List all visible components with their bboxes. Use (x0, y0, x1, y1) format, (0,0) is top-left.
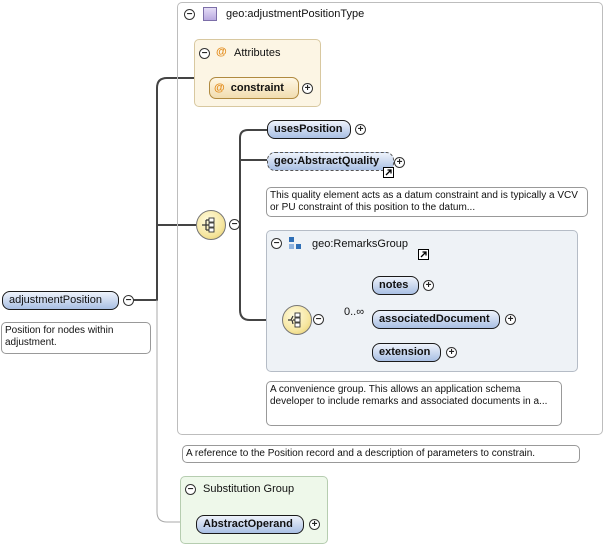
collapse-icon[interactable]: − (313, 314, 324, 325)
collapse-icon[interactable]: − (185, 484, 196, 495)
expand-icon[interactable]: + (309, 519, 320, 530)
type-box-title: geo:adjustmentPositionType (226, 8, 365, 20)
element-abstract-quality[interactable]: geo:AbstractQuality (267, 152, 394, 171)
root-element-adjustmentPosition[interactable]: adjustmentPosition (2, 291, 119, 310)
sequence-icon (202, 217, 215, 233)
element-AbstractOperand[interactable]: AbstractOperand (196, 515, 304, 534)
expand-icon[interactable]: + (505, 314, 516, 325)
choice-icon (288, 312, 301, 328)
complex-type-icon (203, 7, 217, 21)
expand-icon[interactable]: + (446, 347, 457, 358)
attribute-constraint[interactable]: @ constraint (209, 77, 299, 99)
choice-compositor-icon[interactable] (282, 305, 312, 335)
cardinality-label: 0..∞ (344, 306, 365, 318)
attribute-at-icon: @ (216, 46, 227, 58)
group-icon (289, 237, 301, 249)
attribute-label: constraint (230, 82, 284, 94)
substitution-group-title: Substitution Group (203, 483, 295, 495)
type-box-adjustmentPositionType (177, 2, 603, 435)
sequence-compositor-icon[interactable] (196, 210, 226, 240)
collapse-icon[interactable]: − (229, 219, 240, 230)
expand-icon[interactable]: + (423, 280, 434, 291)
attributes-title: Attributes (234, 47, 281, 59)
element-extension[interactable]: extension (372, 343, 441, 362)
collapse-icon[interactable]: − (271, 238, 282, 249)
attribute-at-icon: @ (214, 82, 225, 94)
type-box-documentation: A reference to the Position record and a… (182, 445, 580, 463)
expand-icon[interactable]: + (302, 83, 313, 94)
remarks-group-title: geo:RemarksGroup (312, 238, 408, 250)
element-notes[interactable]: notes (372, 276, 419, 295)
collapse-icon[interactable]: − (123, 295, 134, 306)
expand-icon[interactable]: + (394, 157, 405, 168)
reference-arrow-icon[interactable] (383, 167, 394, 178)
remarks-group-documentation: A convenience group. This allows an appl… (266, 381, 562, 426)
reference-arrow-icon[interactable] (418, 249, 429, 260)
element-associatedDocument[interactable]: associatedDocument (372, 310, 500, 329)
expand-icon[interactable]: + (355, 124, 366, 135)
collapse-icon[interactable]: − (184, 9, 195, 20)
element-usesPosition[interactable]: usesPosition (267, 120, 351, 139)
root-documentation: Position for nodes within adjustment. (1, 322, 151, 354)
collapse-icon[interactable]: − (199, 48, 210, 59)
abstract-quality-documentation: This quality element acts as a datum con… (266, 187, 588, 217)
